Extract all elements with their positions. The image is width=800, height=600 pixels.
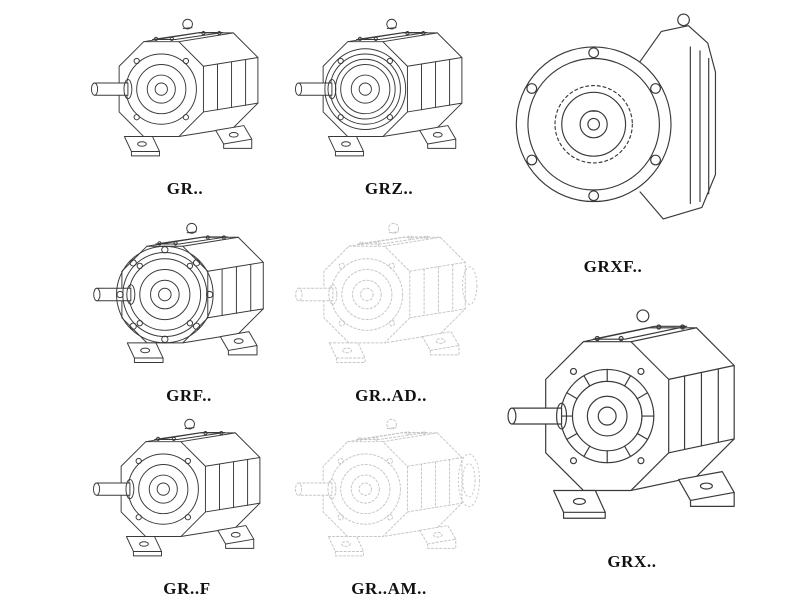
gr-ad-reducer-drawing — [288, 214, 478, 384]
gr-am-reducer-drawing — [288, 410, 480, 577]
gr-f-label: GR..F — [163, 579, 211, 598]
grz-label: GRZ.. — [364, 179, 414, 198]
gr-reducer-drawing — [84, 10, 286, 177]
figure-gr-ad: GR..AD.. — [288, 214, 494, 406]
grf-label: GRF.. — [166, 386, 212, 405]
grx-reducer-drawing — [498, 302, 766, 550]
gr-ad-label: GR..AD.. — [355, 386, 427, 405]
figure-gr-f: GR..F — [86, 410, 288, 599]
figure-gr: GR.. — [84, 10, 286, 199]
gr-am-label: GR..AM.. — [351, 579, 427, 598]
grz-reducer-drawing — [288, 10, 490, 177]
gr-label: GR.. — [166, 179, 204, 198]
gr-f-reducer-drawing — [86, 410, 288, 577]
grxf-label: GRXF.. — [583, 257, 643, 276]
figure-grx: GRX.. — [498, 302, 766, 572]
figure-grz: GRZ.. — [288, 10, 490, 199]
figure-gr-am: GR..AM.. — [288, 410, 490, 599]
figure-grxf: GRXF.. — [497, 8, 729, 277]
grf-reducer-drawing — [86, 214, 292, 384]
grxf-reducer-drawing — [497, 8, 729, 255]
grx-label: GRX.. — [607, 552, 657, 571]
figure-grf: GRF.. — [86, 214, 292, 406]
